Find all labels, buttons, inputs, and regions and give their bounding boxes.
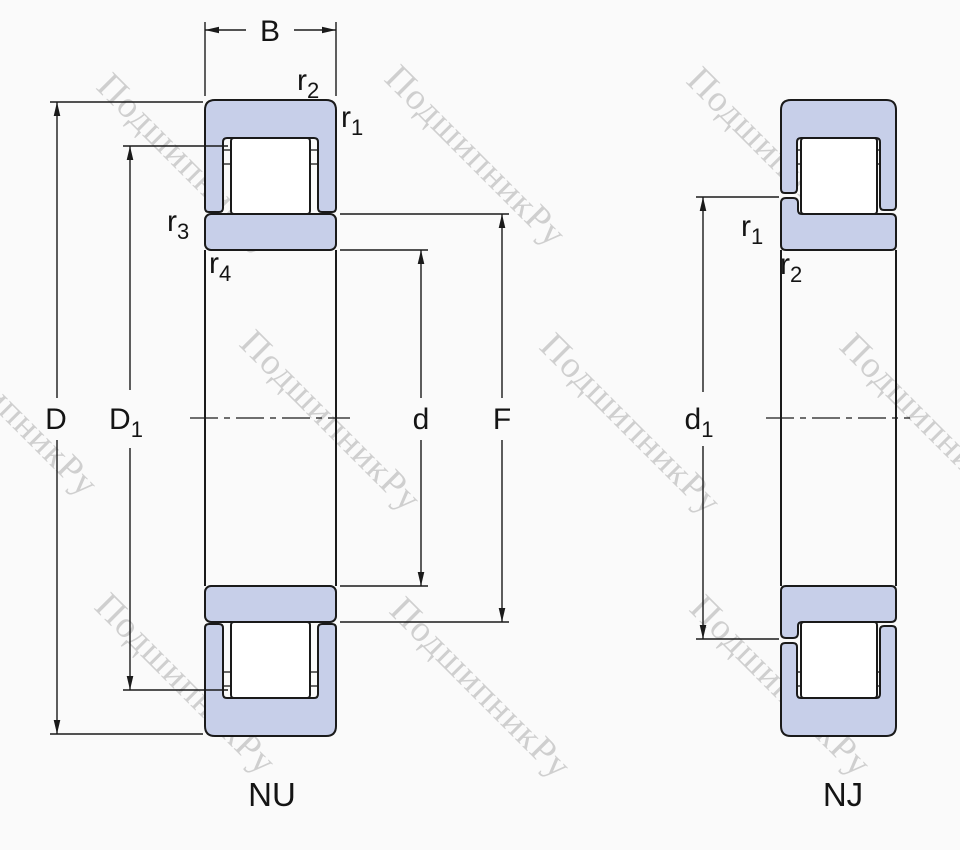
nu-r3-base: r	[167, 205, 177, 238]
nj-caption: NJ	[823, 776, 863, 813]
nu-dim-label-B: B	[260, 15, 280, 48]
nu-dim-label-d: d	[413, 403, 430, 436]
nu-dimension-D1: D1	[109, 145, 228, 691]
nu-dim-label-D1-base: D	[109, 403, 131, 436]
nj-r1-base: r	[741, 210, 751, 243]
nj-dim-label-d1-base: d	[685, 403, 702, 436]
nj-roller-top	[800, 137, 878, 215]
nu-r1-label: r1	[341, 101, 363, 140]
nu-r2-sub: 2	[307, 78, 319, 103]
arrowhead-up	[53, 102, 61, 116]
nu-dimension-F: F	[340, 213, 511, 623]
nj-r2-label: r2	[780, 248, 802, 287]
nu-r4-label: r4	[209, 247, 231, 286]
nu-r2-base: r	[297, 64, 307, 97]
arrowhead-left	[205, 26, 219, 34]
nu-dim-label-D: D	[45, 403, 67, 436]
nu-dimension-d: d	[340, 249, 430, 587]
nu-dim-label-D1: D1	[109, 403, 143, 442]
nu-bearing-diagram: B D D1 d	[45, 15, 511, 813]
nj-r2-base: r	[780, 248, 790, 281]
arrowhead-up	[498, 214, 506, 228]
nj-bearing-diagram: d1 r1 r2 NJ	[685, 99, 910, 813]
nj-dim-label-d1: d1	[685, 403, 714, 442]
nj-dimension-d1: d1	[685, 196, 779, 640]
nu-r1-base: r	[341, 101, 351, 134]
arrowhead-right	[322, 26, 336, 34]
nj-r1-label: r1	[741, 210, 763, 249]
watermark-text: ПодшипникРу	[232, 322, 430, 520]
nu-roller-bottom	[230, 621, 311, 699]
nu-r2-label: r2	[297, 64, 319, 103]
nu-roller-top	[230, 137, 311, 215]
nj-inner-ring-bottom-section	[780, 585, 897, 639]
nu-dim-label-D1-sub: 1	[131, 417, 143, 442]
nj-roller-bottom	[800, 621, 878, 699]
arrowhead-down	[699, 625, 707, 639]
arrowhead-up	[417, 250, 425, 264]
nu-outer-ring-top-section	[204, 99, 337, 213]
arrowhead-down	[53, 720, 61, 734]
nu-r1-sub: 1	[351, 115, 363, 140]
nu-dimension-B: B	[204, 15, 337, 96]
nj-inner-ring-top-section	[780, 197, 897, 251]
nu-dimension-D: D	[45, 101, 203, 735]
nu-dim-label-F: F	[493, 403, 511, 436]
arrowhead-up	[126, 146, 134, 160]
nu-inner-ring-bottom-section	[204, 585, 337, 623]
nj-outer-ring-bottom-section	[780, 625, 897, 737]
arrowhead-down	[417, 572, 425, 586]
nu-r3-label: r3	[167, 205, 189, 244]
watermark-text: ПодшипникРу	[377, 57, 575, 255]
nu-inner-ring-top-section	[204, 213, 337, 251]
nj-r2-sub: 2	[790, 262, 802, 287]
nj-dim-label-d1-sub: 1	[701, 417, 713, 442]
nu-r4-base: r	[209, 247, 219, 280]
nu-outer-ring-bottom-section	[204, 623, 337, 737]
nu-r4-sub: 4	[219, 261, 231, 286]
arrowhead-up	[699, 197, 707, 211]
arrowhead-down	[126, 676, 134, 690]
watermark-text: ПодшипникРу	[382, 589, 580, 787]
nj-r1-sub: 1	[751, 224, 763, 249]
nu-r3-sub: 3	[177, 219, 189, 244]
nu-caption: NU	[248, 776, 296, 813]
arrowhead-down	[498, 608, 506, 622]
nj-outer-ring-top-section	[780, 99, 897, 211]
